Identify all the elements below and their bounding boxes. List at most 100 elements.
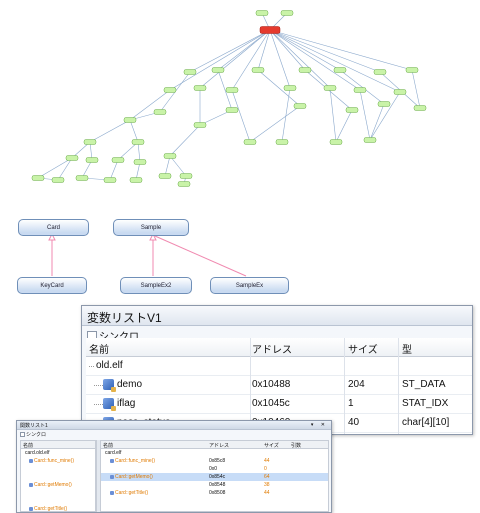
function-node[interactable] [131,139,145,145]
variable-list-window[interactable]: 変数リストV1 シンクロ 名前 アドレス サイズ 型 old.elf demo … [81,305,473,435]
function-node[interactable] [275,139,289,145]
function-node[interactable] [193,122,207,128]
graph-edge [109,159,119,181]
function-node[interactable] [323,85,337,91]
graph-edge [369,91,401,141]
graph-edge [269,29,306,71]
graph-edge [231,29,271,91]
column-size[interactable]: サイズ [348,345,378,356]
graph-edge [411,69,421,109]
table-row[interactable]: iflag 0x1045c 1 STAT_IDX [86,395,472,414]
table-row[interactable]: 0x0 0 [209,466,267,472]
function-icon [110,474,114,479]
function-node[interactable] [329,139,343,145]
function-node[interactable] [373,69,387,75]
graph-edge [129,119,139,143]
function-node[interactable] [225,107,239,113]
function-node[interactable] [225,87,239,93]
function-list-window[interactable]: 関数リスト1 ▾ ✕ シンクロ 名前 card.old.elf Card::fu… [16,420,332,513]
variable-icon [103,379,116,392]
list-item[interactable]: Card::func_mine() [21,457,95,465]
function-node[interactable] [363,137,377,143]
class-sampleex2[interactable]: SampleEx2 [120,277,192,294]
graph-edge [249,105,301,143]
window-buttons[interactable]: ▾ ✕ [310,422,328,428]
function-node[interactable] [83,139,97,145]
graph-edge [135,161,141,181]
function-node[interactable] [393,89,407,95]
graph-edge [335,109,353,143]
graph-edge [117,141,139,161]
function-node[interactable] [293,103,307,109]
table-row[interactable]: Card::func_mine() 0x85c8 44 [101,457,328,465]
graph-edge [169,29,271,91]
table-row[interactable]: demo 0x10488 204 ST_DATA [86,376,472,395]
list-item[interactable]: Card::getTitle() [21,505,95,512]
function-node[interactable] [129,177,143,183]
graph-edge [81,159,93,179]
table-row-selected[interactable]: Card::getMemo() 0x854c 64 [101,473,328,481]
function-node[interactable] [243,139,257,145]
function-node[interactable] [133,159,147,165]
left-function-pane: 名前 card.old.elf Card::func_mine() Card::… [20,440,96,512]
function-node[interactable] [163,87,177,93]
function-node[interactable] [163,153,177,159]
graph-edge [281,87,291,143]
function-icon [29,482,33,487]
graph-edge [269,29,331,89]
function-node[interactable] [31,175,45,181]
graph-edge [269,29,361,91]
list-item[interactable]: Card::getMemo() [21,481,95,489]
class-sampleex[interactable]: SampleEx [210,277,289,294]
function-node[interactable] [298,67,312,73]
function-node[interactable] [345,107,359,113]
function-node[interactable] [255,10,269,16]
function-node[interactable] [353,87,367,93]
graph-edge [89,119,131,143]
function-node[interactable] [377,101,391,107]
tree-root[interactable]: old.elf [86,357,472,376]
function-node[interactable] [177,181,191,187]
function-node[interactable] [280,10,294,16]
function-node[interactable] [405,67,419,73]
function-node[interactable] [51,177,65,183]
table-header: 名前 アドレス サイズ 型 [86,338,472,357]
function-node[interactable] [123,117,137,123]
table-row[interactable]: Card::getTitle() 0x8508 44 [101,489,328,497]
pane-splitter[interactable] [96,440,100,512]
graph-edge [199,109,233,126]
function-node[interactable] [111,157,125,163]
function-node[interactable] [211,67,225,73]
function-node[interactable] [283,85,297,91]
graph-edge [329,87,337,143]
selected-size-cell[interactable]: 100000 [348,434,387,435]
function-node[interactable] [65,155,79,161]
function-icon [29,506,33,511]
window-title: 変数リストV1 [82,306,472,326]
function-node[interactable] [333,67,347,73]
graph-edge [189,29,271,73]
function-node[interactable] [193,85,207,91]
function-node[interactable] [85,157,99,163]
function-node[interactable] [251,67,265,73]
column-type[interactable]: 型 [402,345,412,356]
class-keycard[interactable]: KeyCard [17,277,87,294]
table-row[interactable]: 0x8548 38 [209,482,270,488]
function-icon [110,458,114,463]
graph-edge [369,103,385,141]
function-node[interactable] [158,173,172,179]
graph-edge [57,157,73,181]
function-node[interactable] [75,175,89,181]
class-sample[interactable]: Sample [113,219,189,236]
root-function-node[interactable] [259,26,281,34]
function-node[interactable] [153,109,167,115]
class-card[interactable]: Card [18,219,89,236]
graph-edge [257,69,301,107]
function-node[interactable] [183,69,197,75]
function-node[interactable] [413,105,427,111]
column-name[interactable]: 名前 [89,345,109,356]
function-node[interactable] [103,177,117,183]
function-node[interactable] [179,173,193,179]
column-address[interactable]: アドレス [252,345,292,356]
sync-checkbox[interactable] [20,432,25,437]
